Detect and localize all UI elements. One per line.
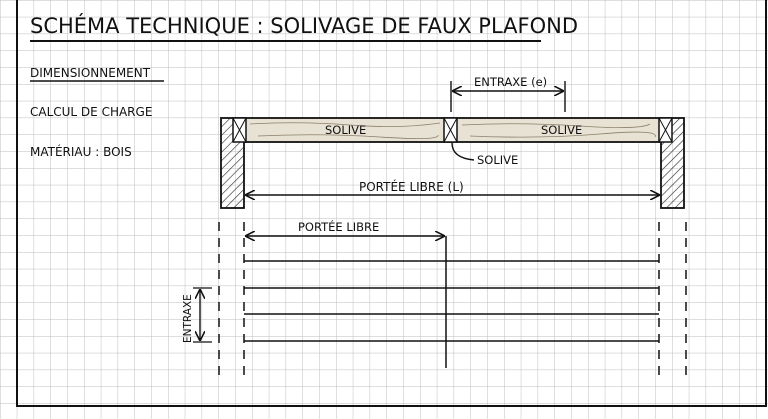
joist-label-left: SOLIVE [325, 123, 366, 137]
entraxe-label: ENTRAXE (e) [474, 75, 547, 89]
page-title: SCHÉMA TECHNIQUE : SOLIVAGE DE FAUX PLAF… [30, 13, 578, 38]
joist-block-right [658, 117, 673, 143]
sheet-border [16, 0, 767, 407]
joist-callout-leader [451, 142, 475, 161]
note-materiau: MATÉRIAU : BOIS [30, 144, 132, 159]
plan-span-label: PORTÉE LIBRE [298, 219, 379, 234]
joist-block-middle [443, 117, 458, 143]
joist-label-right: SOLIVE [541, 123, 582, 137]
note-dimensionnement: DIMENSIONNEMENT [30, 66, 151, 80]
joist-block-left [232, 117, 247, 143]
plan-entraxe-label: ENTRAXE [182, 294, 194, 343]
span-label: PORTÉE LIBRE (L) [359, 179, 464, 194]
joist-callout-label: SOLIVE [477, 153, 518, 167]
wood-grain [249, 122, 656, 139]
note-calcul-charge: CALCUL DE CHARGE [30, 105, 152, 119]
